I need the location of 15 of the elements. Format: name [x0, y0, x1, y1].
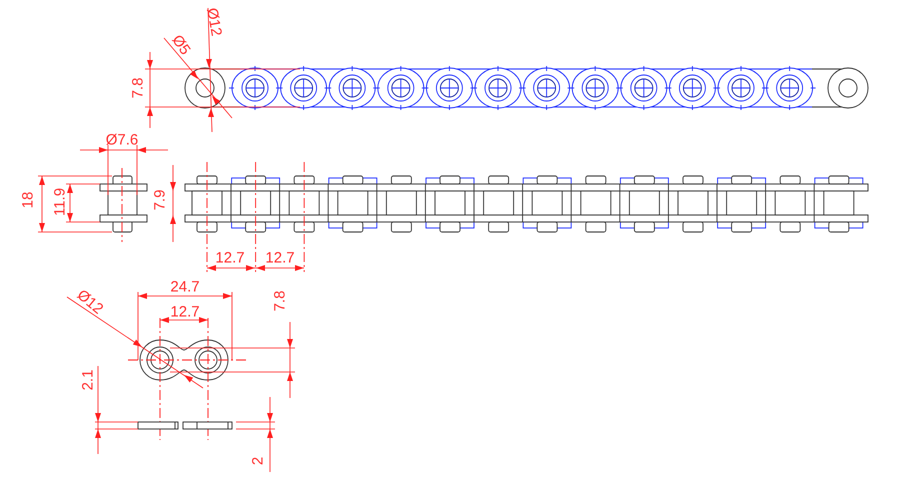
dimension-label: Ø12 [204, 6, 224, 38]
dimension-label: 24.7 [170, 280, 200, 294]
dimension-label: Ø12 [74, 287, 106, 317]
dimension-label: 7.8 [272, 290, 288, 312]
dimension-label: 7.9 [152, 190, 168, 210]
dimension-label: 2.1 [80, 370, 96, 390]
dimension-label: Ø7.6 [106, 132, 138, 148]
dimension-label: 2 [250, 456, 266, 466]
dimension-label: 18 [20, 192, 36, 208]
dimension-label: 7.8 [130, 78, 146, 98]
dimension-label: Ø5 [169, 32, 193, 58]
dimension-label: 11.9 [52, 188, 68, 216]
dimension-label: 12.7 [170, 304, 200, 320]
dimension-label: 12.7 [215, 250, 245, 266]
dimension-label: 12.7 [265, 250, 295, 266]
